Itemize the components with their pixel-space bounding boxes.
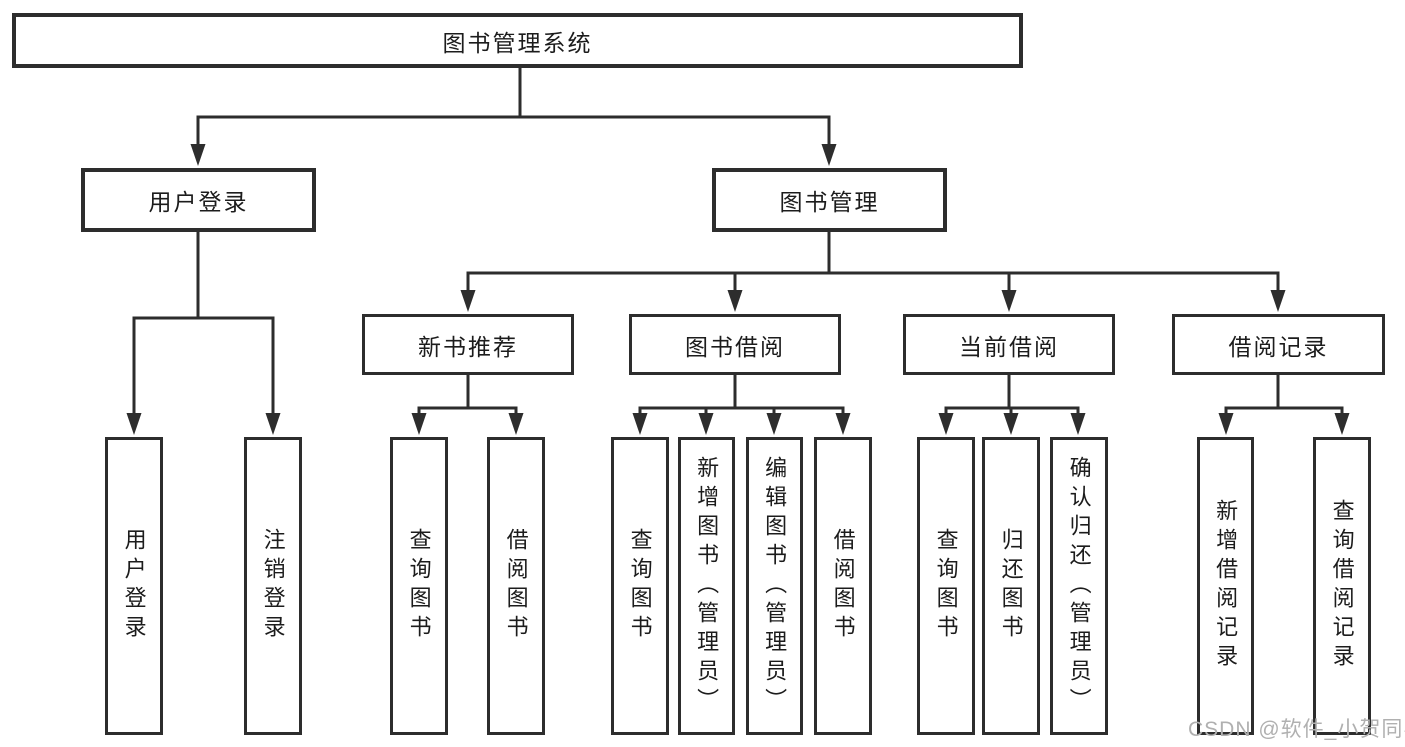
leaf-add-borrow-record: 新增借阅记录 xyxy=(1197,437,1254,735)
leaf-query-books-borrowing: 查询图书 xyxy=(611,437,669,735)
node-label: 图书管理系统 xyxy=(442,29,593,56)
node-label: 借阅记录 xyxy=(1228,333,1329,360)
leaf-label: 确认归还（管理员） xyxy=(1066,455,1092,717)
leaf-user-login: 用户登录 xyxy=(105,437,163,735)
node-book-management: 图书管理 xyxy=(712,168,947,232)
leaf-label: 编辑图书（管理员） xyxy=(762,455,788,717)
leaf-add-books-admin: 新增图书（管理员） xyxy=(678,437,735,735)
leaf-confirm-return-admin: 确认归还（管理员） xyxy=(1050,437,1108,735)
leaf-label: 借阅图书 xyxy=(830,528,856,644)
leaf-label: 注销登录 xyxy=(260,528,286,644)
leaf-label: 新增图书（管理员） xyxy=(694,455,720,717)
leaf-label: 查询图书 xyxy=(627,528,653,644)
node-current-borrowing: 当前借阅 xyxy=(903,314,1115,375)
node-label: 当前借阅 xyxy=(959,333,1059,360)
node-label: 图书管理 xyxy=(779,189,880,215)
leaf-label: 查询借阅记录 xyxy=(1329,499,1355,673)
node-label: 图书借阅 xyxy=(685,333,785,360)
leaf-edit-books-admin: 编辑图书（管理员） xyxy=(746,437,803,735)
leaf-borrow-books-recommend: 借阅图书 xyxy=(487,437,545,735)
csdn-watermark: CSDN @软件_小贺同学 xyxy=(1188,718,1405,741)
leaf-query-borrow-record: 查询借阅记录 xyxy=(1313,437,1371,735)
node-library-management-system: 图书管理系统 xyxy=(12,13,1023,68)
node-new-book-recommend: 新书推荐 xyxy=(362,314,574,375)
leaf-borrow-books-borrowing: 借阅图书 xyxy=(814,437,872,735)
leaf-label: 借阅图书 xyxy=(503,528,529,644)
node-book-borrowing: 图书借阅 xyxy=(629,314,841,375)
leaf-label: 用户登录 xyxy=(121,528,147,644)
leaf-label: 查询图书 xyxy=(933,528,959,644)
leaf-label: 查询图书 xyxy=(406,528,432,644)
node-user-login: 用户登录 xyxy=(81,168,316,232)
leaf-return-books: 归还图书 xyxy=(982,437,1040,735)
node-label: 新书推荐 xyxy=(418,333,518,360)
leaf-label: 归还图书 xyxy=(998,528,1024,644)
leaf-query-books-current: 查询图书 xyxy=(917,437,975,735)
leaf-label: 新增借阅记录 xyxy=(1213,499,1239,673)
leaf-logout: 注销登录 xyxy=(244,437,302,735)
leaf-query-books-recommend: 查询图书 xyxy=(390,437,448,735)
node-borrowing-records: 借阅记录 xyxy=(1172,314,1385,375)
node-label: 用户登录 xyxy=(148,189,249,215)
